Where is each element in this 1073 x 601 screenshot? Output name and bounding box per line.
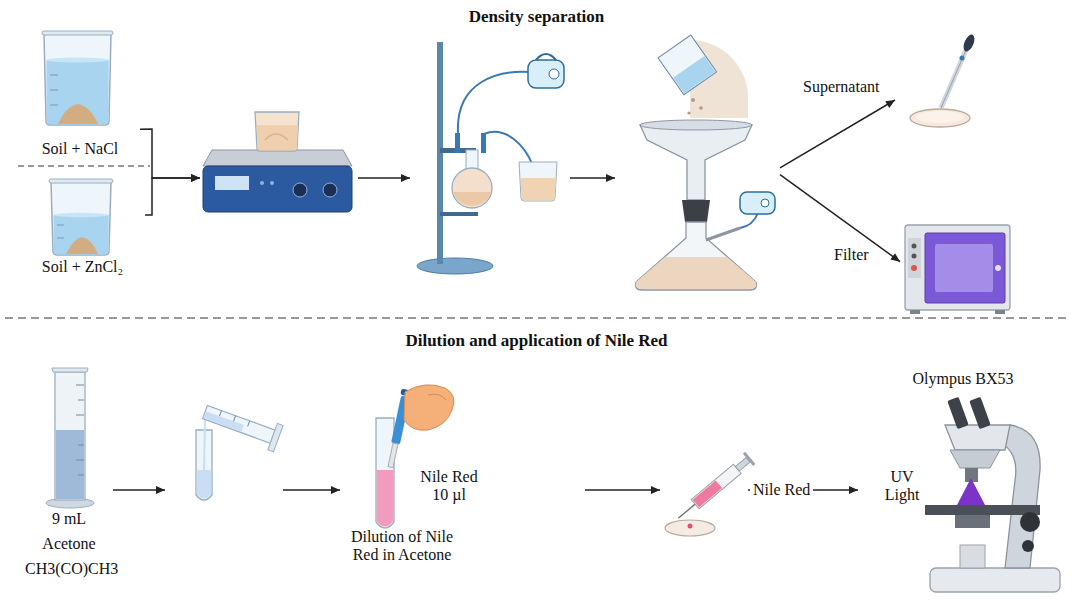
arrow-head [191, 174, 200, 182]
illustration-node [165, 400, 283, 510]
arrow-line [113, 489, 165, 491]
dashed-separator [18, 165, 150, 166]
flow-arrow [358, 174, 410, 182]
filtration-setup-icon [417, 42, 564, 274]
arrow-line [780, 100, 895, 168]
node-label: Supernatant [803, 78, 893, 96]
node-label: Olympus BX53 [888, 370, 1038, 388]
illustration-node: Soil + ZnCl₂ [20, 172, 145, 282]
illustration-node: 9 mL AcetoneCH3(CO)CH3 [25, 365, 113, 597]
arrow-line [585, 489, 660, 491]
arrow-line [145, 178, 200, 215]
flow-arrow [113, 486, 165, 494]
arrow-line [570, 177, 615, 179]
vacuum-filter-icon [636, 35, 775, 290]
syringe-icon [665, 452, 755, 536]
node-label: Soil + ZnCl₂ [20, 258, 145, 276]
illustration-node: Supernatant [895, 30, 980, 130]
section-title: Density separation [0, 7, 1073, 27]
test-tube-icon [196, 399, 283, 500]
node-label: 9 mL [25, 510, 113, 528]
illustration-node [410, 5, 570, 277]
illustration-node: Soil + NaCl [20, 28, 140, 163]
arrow-head [191, 174, 200, 182]
graduated-cylinder-icon [46, 368, 94, 508]
section-divider [5, 317, 1068, 318]
flow-arrow [780, 100, 895, 168]
arrow-head [890, 253, 900, 262]
node-label: Soil + NaCl [20, 140, 140, 158]
illustration-node [615, 15, 780, 295]
illustration-node: Olympus BX53 UV Light [858, 368, 1068, 598]
arrow-head [849, 486, 858, 494]
arrow-line [283, 489, 340, 491]
flow-arrow [140, 129, 200, 182]
flow-arrow [283, 486, 340, 494]
flow-arrow [585, 486, 660, 494]
illustration-node: Nile Red 10 µl Dilution of Nile Red in Ac… [340, 388, 585, 573]
arrow-head [331, 486, 340, 494]
node-label: Filter [834, 246, 884, 264]
illustration-node [200, 105, 358, 217]
microscope-icon [925, 397, 1060, 592]
beaker-icon [49, 179, 113, 255]
arrow-head [651, 486, 660, 494]
arrow-head [401, 174, 410, 182]
node-label: UV Light [880, 468, 924, 505]
arrow-head [606, 174, 615, 182]
stirrer-icon [203, 112, 352, 212]
node-label: Dilution of Nile Red in Acetone [342, 528, 462, 565]
arrow-line [358, 177, 410, 179]
arrow-head [156, 486, 165, 494]
section-title: Dilution and application of Nile Red [0, 331, 1073, 351]
illustration-node [660, 450, 748, 545]
oven-icon [905, 225, 1010, 314]
edge-label: Nile Red [750, 481, 813, 499]
illustration-node: Filter [900, 218, 1015, 315]
flow-arrow [570, 174, 615, 182]
pipette-tube-icon [376, 385, 454, 528]
node-label: CH3(CO)CH3 [25, 560, 113, 578]
node-label: Nile Red 10 µl [416, 468, 482, 505]
arrow-line [140, 129, 200, 178]
petri-dish-icon [910, 33, 977, 127]
beaker-icon [42, 31, 113, 125]
arrow-head [885, 100, 895, 108]
node-label: Acetone [25, 535, 113, 553]
flow-arrow [145, 174, 200, 215]
